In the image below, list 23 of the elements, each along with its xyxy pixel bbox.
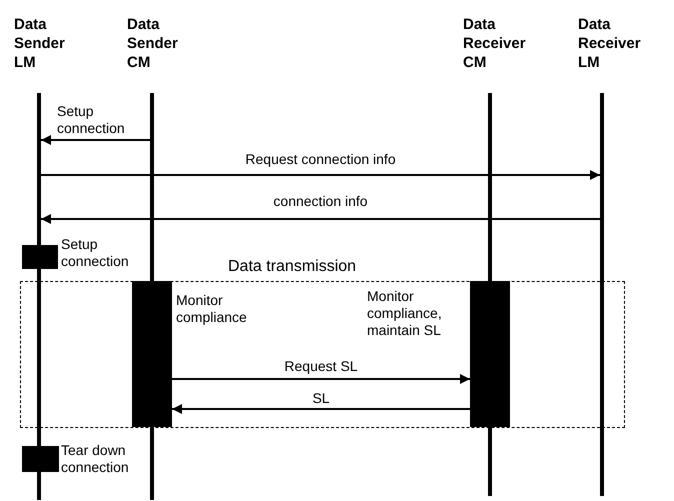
lifeline-header: Data Sender LM	[14, 15, 66, 72]
lifeline-header: Data Sender CM	[127, 15, 179, 72]
activation-bar	[22, 446, 59, 472]
lifeline-header: Data Receiver LM	[578, 15, 642, 72]
edge-label: Request connection info	[244, 151, 397, 167]
activity-note: Monitor compliance	[176, 292, 248, 326]
message-arrow	[41, 214, 600, 224]
activity-note: Setup connection	[61, 236, 130, 270]
message-arrow	[172, 404, 470, 414]
activation-bar	[470, 281, 510, 427]
activity-note: Tear down connection	[61, 442, 130, 476]
activation-bar	[22, 245, 58, 269]
message-arrow	[172, 374, 470, 384]
message-arrow	[41, 170, 600, 180]
lifeline-header: Data Receiver CM	[463, 15, 527, 72]
edge-label: connection info	[272, 193, 369, 209]
activation-bar	[132, 281, 172, 427]
activity-note: Monitor compliance, maintain SL	[367, 288, 443, 339]
edge-label: Setup connection	[56, 103, 126, 137]
edge-label: SL	[311, 390, 331, 406]
edge-label: Request SL	[283, 358, 359, 374]
frame-title: Data transmission	[228, 258, 356, 276]
message-arrow	[41, 135, 150, 145]
